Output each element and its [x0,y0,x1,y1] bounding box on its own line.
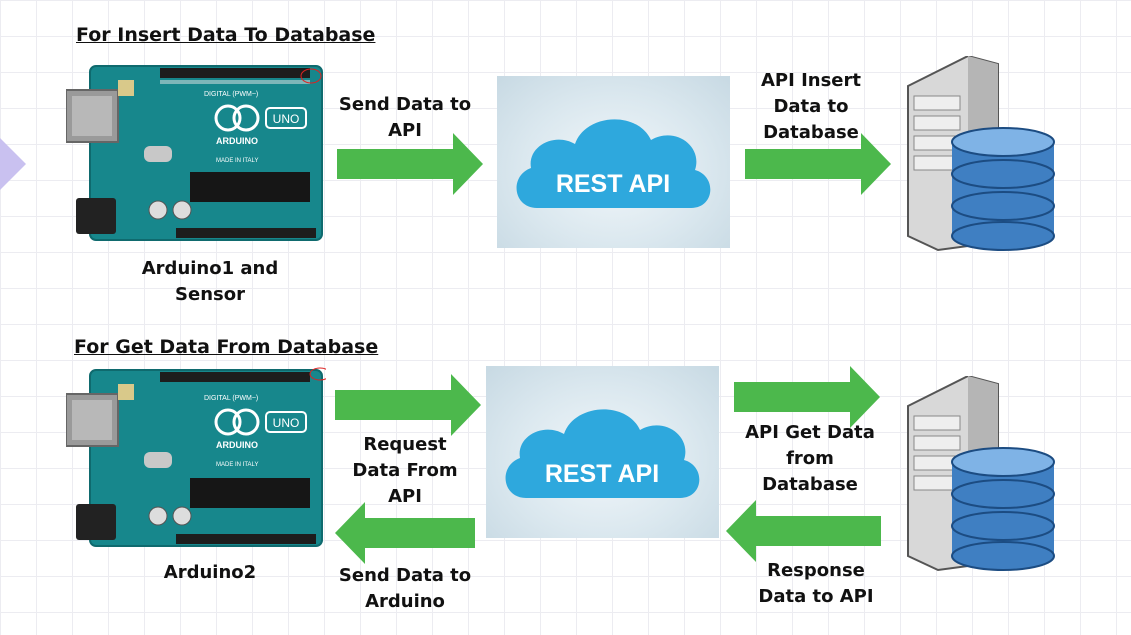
board-digital-text: DIGITAL (PWM~) [204,91,258,98]
rest-api-box-2: REST API [486,366,719,538]
right-arrow-icon [745,133,891,195]
right-arrow-icon [734,366,880,428]
board-model-text: UNO [273,112,300,126]
rest-api-text-2: REST API [545,460,659,488]
response-data-label: Response Data to API [758,560,874,607]
left-arrow-icon [335,502,475,564]
send-data-to-arduino-label: Send Data to Arduino [338,565,472,612]
right-arrow-icon [335,374,481,436]
board-made-in-text: MADE IN ITALY [216,158,258,164]
rest-api-text-1: REST API [556,170,670,198]
rest-api-box-1: REST API [497,76,730,248]
board-model-text: UNO [273,416,300,430]
database-server-icon [907,376,1055,572]
cloud-icon: REST API [516,119,711,208]
arduino-board-1: UNO ARDUINO DIGITAL (PWM~) MADE IN ITALY [66,65,323,241]
right-arrow-icon [337,133,483,195]
get-section-title: For Get Data From Database [74,336,379,358]
insert-section-title: For Insert Data To Database [76,24,376,46]
arduino-board-2: UNO ARDUINO DIGITAL (PWM~) MADE IN ITALY [66,367,326,547]
side-triangle-icon [0,138,26,190]
api-get-data-label: API Get Data from Database [745,422,875,495]
send-data-to-api-label: Send Data to API [338,94,472,141]
board-made-in-text: MADE IN ITALY [216,462,258,468]
request-data-label: Request Data From API [352,434,458,507]
database-server-icon [907,56,1055,252]
board-brand-text: ARDUINO [216,136,258,146]
board-digital-text: DIGITAL (PWM~) [204,395,258,402]
cloud-icon: REST API [505,409,700,498]
board-brand-text: ARDUINO [216,440,258,450]
api-insert-data-label: API Insert Data to Database [760,70,861,143]
arduino2-label: Arduino2 [163,562,257,583]
arduino1-label: Arduino1 and Sensor [141,258,279,305]
left-arrow-icon [726,500,881,562]
